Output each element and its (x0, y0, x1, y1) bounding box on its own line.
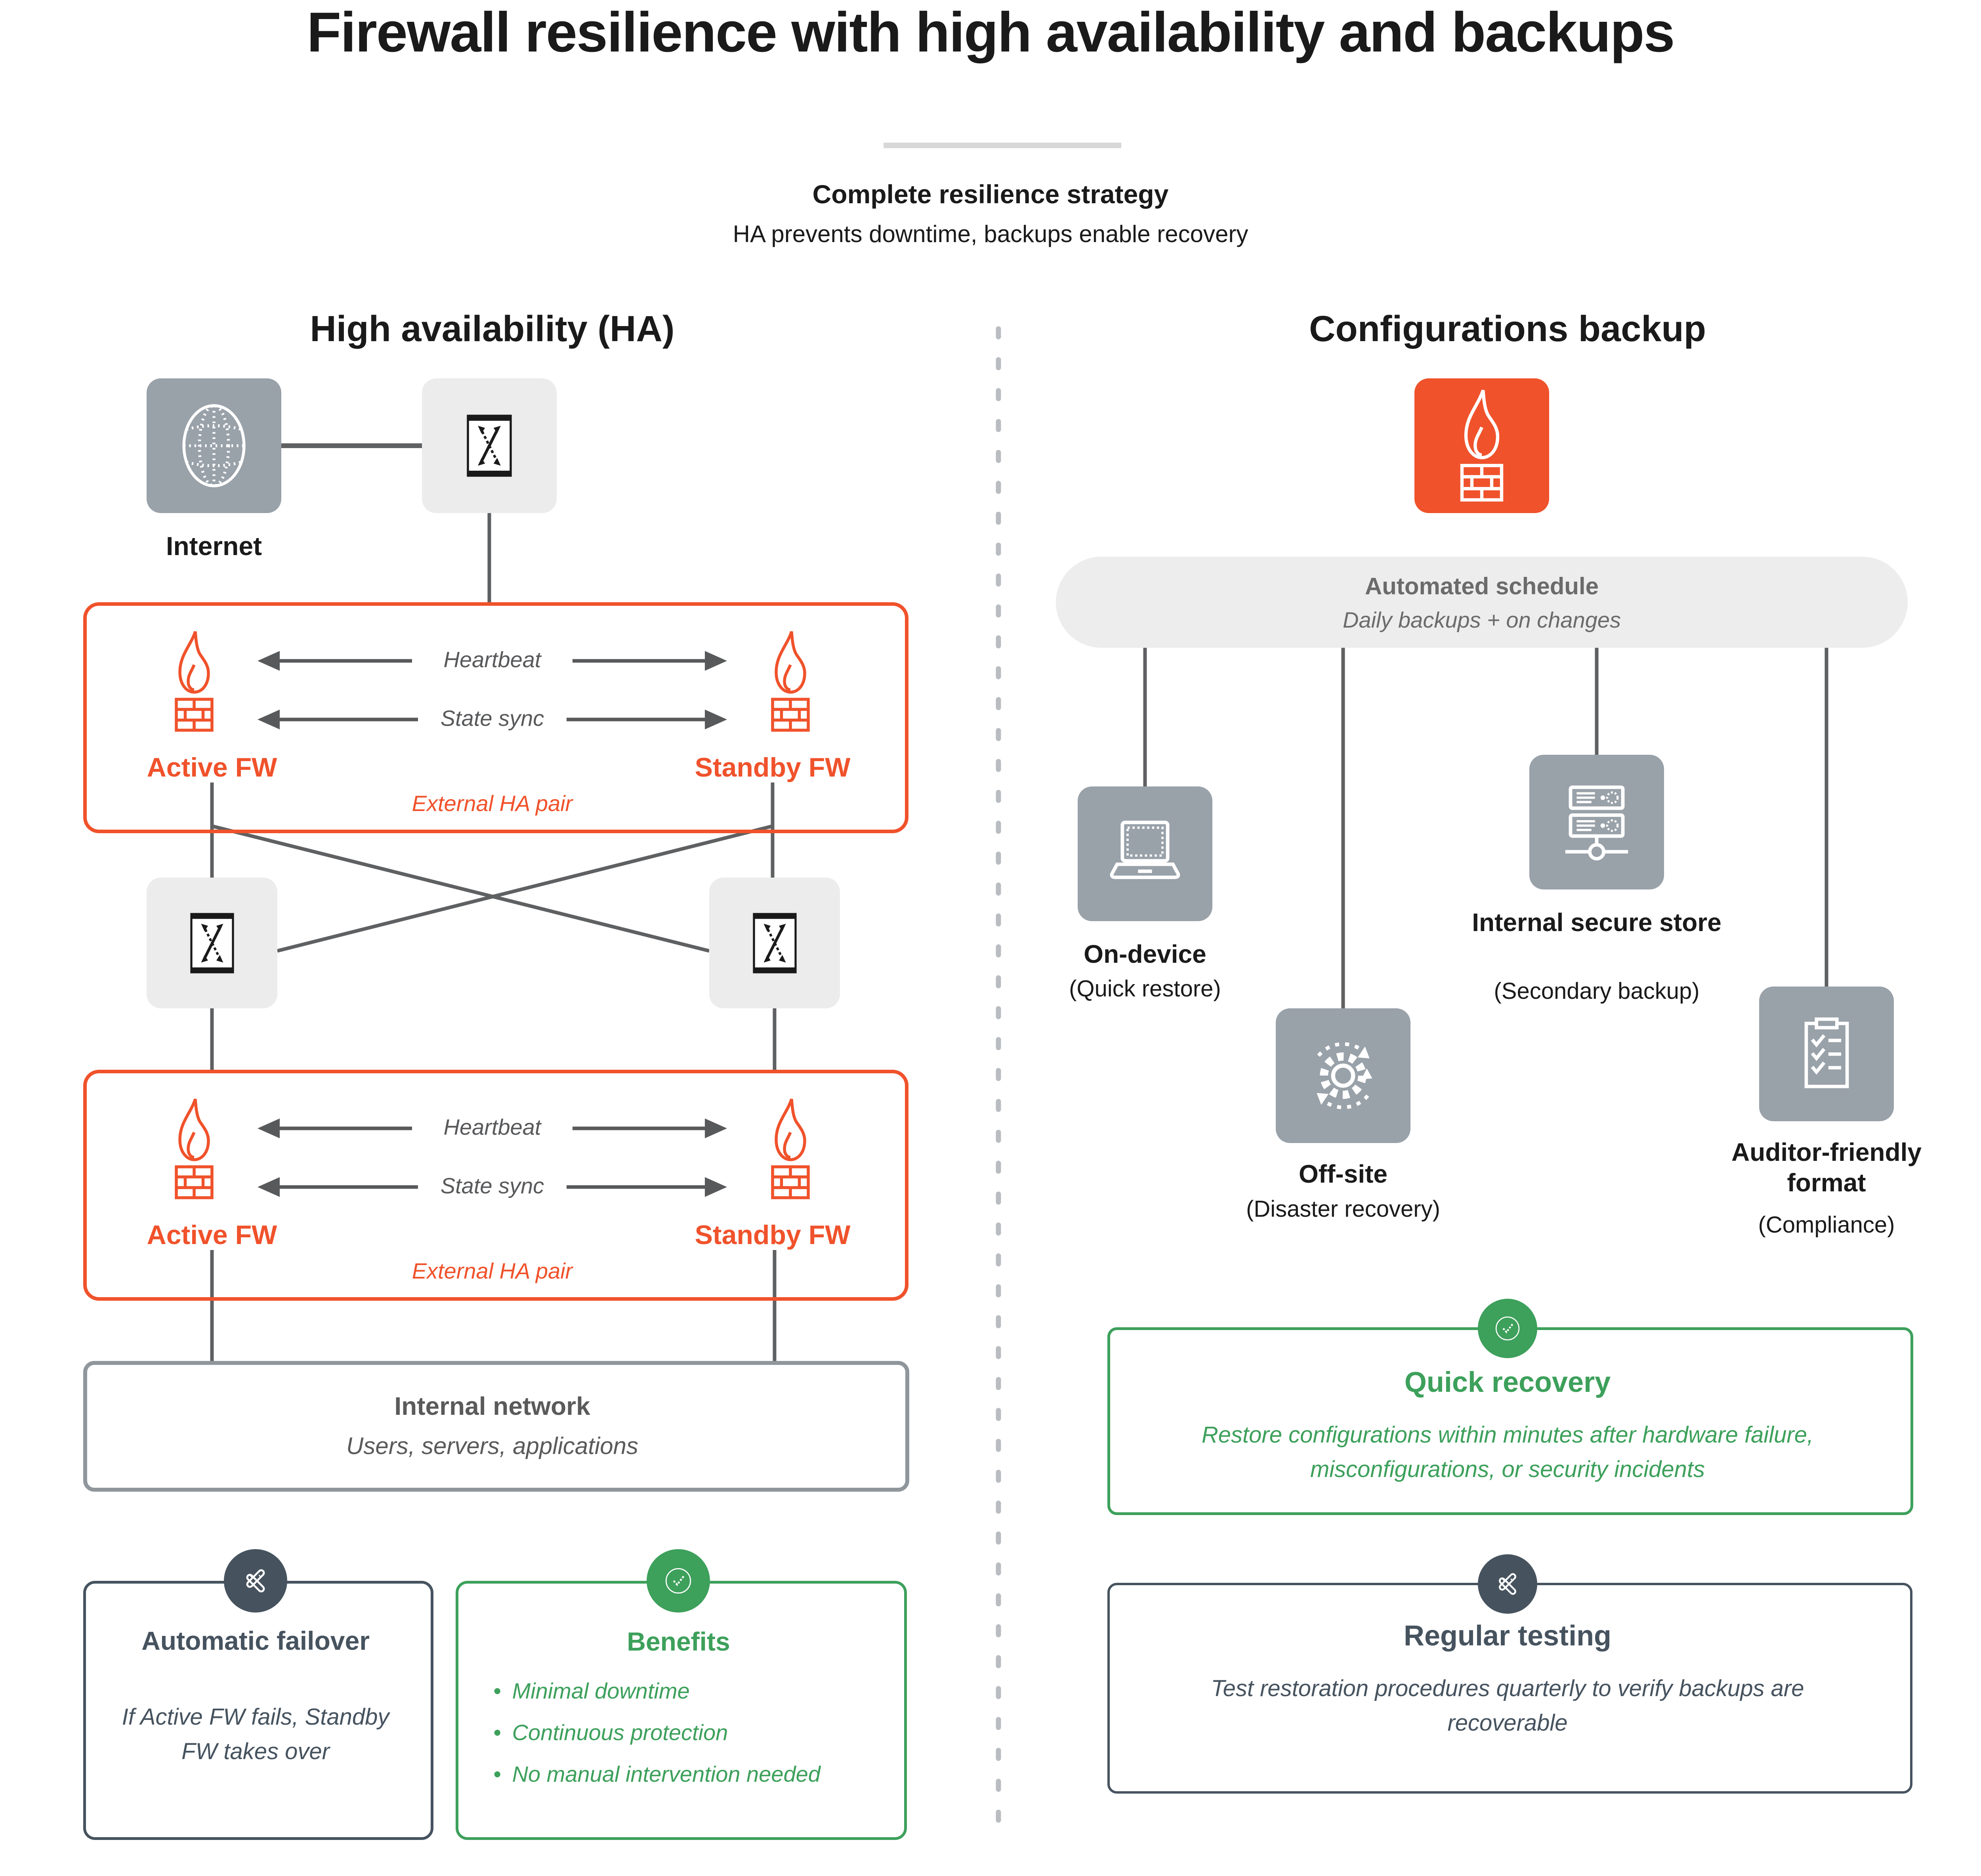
pair2-standby-fw-label: Standby FW (695, 1220, 851, 1250)
ondevice-node (1078, 786, 1212, 921)
benefits-title: Benefits (627, 1627, 730, 1656)
internal-network-subtitle: Users, servers, applications (346, 1433, 638, 1459)
internet-node (147, 378, 281, 513)
internal-network-title: Internal network (394, 1392, 590, 1420)
firewall-icon (164, 626, 224, 737)
pair1-active-fw-label: Active FW (147, 752, 277, 782)
auditor-title: Auditor-friendly format (1731, 1138, 1922, 1197)
tools-icon (224, 1549, 287, 1613)
gear-sync-icon (1317, 1042, 1372, 1109)
regular-testing-title: Regular testing (1403, 1620, 1612, 1652)
offsite-subtitle: (Disaster recovery) (1246, 1196, 1440, 1222)
pair2-heartbeat-label: Heartbeat (443, 1115, 541, 1139)
auditor-subtitle: (Compliance) (1758, 1212, 1895, 1238)
ondevice-subtitle: (Quick restore) (1069, 976, 1221, 1002)
secure-store-subtitle: (Secondary backup) (1494, 978, 1700, 1004)
switch-icon (752, 912, 797, 973)
schedule-subtitle: Daily backups + on changes (1343, 607, 1621, 632)
schedule-title: Automated schedule (1365, 573, 1599, 599)
auditor-node (1759, 987, 1894, 1121)
ha-section-heading: High availability (HA) (310, 309, 675, 349)
benefit-item: Continuous protection (493, 1720, 886, 1745)
page-title: Firewall resilience with high availabili… (307, 1, 1675, 64)
pair1-link-arrows (258, 651, 727, 729)
quick-recovery-body: Restore configurations within minutes af… (1201, 1422, 1814, 1482)
benefits-list: Minimal downtime Continuous protection N… (493, 1678, 886, 1803)
check-icon (647, 1549, 710, 1613)
switch-icon (467, 414, 512, 477)
pair1-standby-fw-label: Standby FW (695, 752, 851, 782)
page-subtitle-bold: Complete resilience strategy (812, 179, 1169, 209)
pair2-caption: External HA pair (412, 1258, 573, 1283)
automated-schedule-pill (1056, 557, 1908, 648)
pair1-cross-line-a (211, 824, 710, 953)
secure-store-title: Internal secure store (1472, 908, 1721, 937)
firewall-icon (761, 1094, 820, 1204)
internal-network-box (83, 1361, 909, 1492)
pair2-link-arrows (258, 1118, 727, 1197)
pair1-heartbeat-label: Heartbeat (443, 647, 541, 672)
server-icon (1565, 785, 1628, 861)
benefits-card (456, 1581, 907, 1840)
tools-icon (1478, 1554, 1537, 1614)
secure-store-node (1529, 755, 1664, 889)
quick-recovery-title: Quick recovery (1404, 1366, 1611, 1398)
ha-pair-box-1 (83, 602, 908, 833)
regular-testing-card (1107, 1583, 1912, 1794)
pair1-caption: External HA pair (412, 791, 573, 816)
clipboard-checklist-icon (1804, 1017, 1849, 1088)
firewall-icon (164, 1094, 224, 1204)
switch-node-top (422, 378, 557, 513)
internet-label: Internet (166, 531, 262, 561)
regular-testing-body: Test restoration procedures quarterly to… (1211, 1676, 1804, 1736)
switch-node-right (709, 878, 840, 1008)
firewall-icon (1460, 389, 1504, 502)
backup-section-heading: Configurations backup (1309, 309, 1706, 349)
firewall-icon (761, 626, 820, 737)
failover-body: If Active FW fails, Standby FW takes ove… (122, 1704, 389, 1764)
pair2-active-fw-label: Active FW (147, 1220, 277, 1250)
switch-icon (190, 912, 234, 973)
switch-node-left (147, 878, 277, 1008)
laptop-icon (1110, 821, 1180, 879)
check-icon (1478, 1299, 1537, 1358)
ondevice-title: On-device (1084, 940, 1206, 968)
offsite-node (1276, 1008, 1410, 1143)
globe-icon (182, 404, 246, 487)
title-divider-bar (884, 143, 1121, 148)
page-subtitle: HA prevents downtime, backups enable rec… (733, 221, 1248, 247)
benefit-item: Minimal downtime (493, 1678, 886, 1704)
firewall-backup-node (1414, 378, 1549, 513)
failover-title: Automatic failover (141, 1626, 370, 1655)
pair2-statesync-label: State sync (440, 1173, 544, 1198)
pair1-statesync-label: State sync (440, 706, 544, 731)
offsite-title: Off-site (1299, 1160, 1387, 1188)
pair1-cross-line-b (277, 824, 773, 953)
benefit-item: No manual intervention needed (493, 1761, 886, 1787)
ha-pair-box-2 (83, 1070, 908, 1301)
